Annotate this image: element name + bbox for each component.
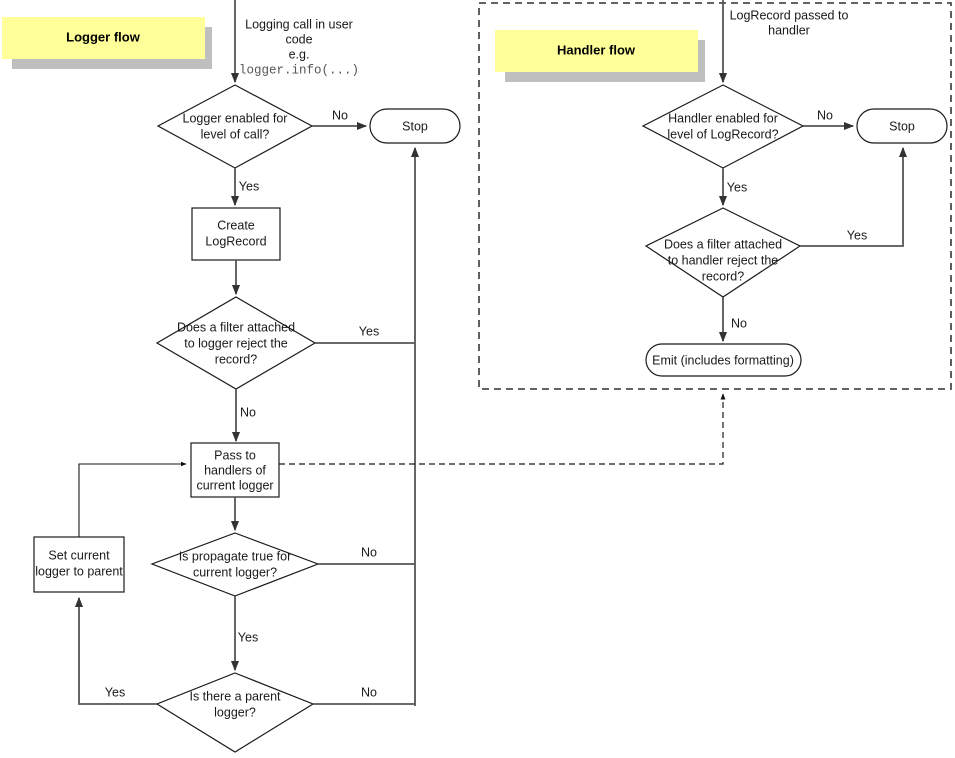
propagate-decision-label-line1: Is propagate true for <box>179 549 292 563</box>
set-current-logger-process-shape <box>33 536 125 593</box>
handler-entry-caption-line1: LogRecord passed to <box>730 8 849 22</box>
stop-terminator: Stop <box>369 108 461 144</box>
handler-enabled-decision: Handler enabled for level of LogRecord? <box>641 84 805 169</box>
edge-handler-filter-yes <box>800 146 908 247</box>
propagate-decision-label-line2: current logger? <box>193 565 277 579</box>
handler-enabled-decision-label-line1: Handler enabled for <box>668 111 778 125</box>
handler-enabled-decision-label-line2: level of LogRecord? <box>667 127 778 141</box>
logger-enabled-decision-label-line2: level of call? <box>201 127 270 141</box>
parent-logger-decision-shape <box>155 672 315 753</box>
handler-stop-terminator: Stop <box>856 108 948 144</box>
pass-to-handlers-label-line1: Pass to <box>214 448 256 462</box>
edge-label-logger-enabled-no: No <box>332 108 348 122</box>
handler-flow-banner-label: Handler flow <box>557 42 636 57</box>
stop-terminator-shape <box>369 108 461 144</box>
handler-stop-terminator-shape <box>856 108 948 144</box>
create-logrecord-label-line1: Create <box>217 218 255 232</box>
handler-filter-decision-label-line3: record? <box>702 269 744 283</box>
logger-filter-decision: Does a filter attached to logger reject … <box>155 296 317 390</box>
handler-stop-terminator-label: Stop <box>889 119 915 133</box>
parent-logger-decision: Is there a parent logger? <box>155 672 315 753</box>
edge-label-parent-no: No <box>361 685 377 699</box>
pass-to-handlers-process: Pass to handlers of current logger <box>190 442 280 498</box>
logger-entry-caption-line3: e.g. <box>289 47 310 61</box>
handler-entry-caption-line2: handler <box>768 23 810 37</box>
handler-filter-decision-label-line1: Does a filter attached <box>664 237 782 251</box>
logger-filter-decision-label-line2: to logger reject the <box>184 336 288 350</box>
edge-pass-to-handler-flow-dashed <box>279 393 726 465</box>
logger-flow-banner-label: Logger flow <box>66 29 141 44</box>
edge-label-logger-enabled-yes: Yes <box>239 179 259 193</box>
edge-label-handler-enabled-no: No <box>817 108 833 122</box>
emit-terminator-label: Emit (includes formatting) <box>652 353 794 367</box>
parent-logger-decision-label-line1: Is there a parent <box>189 689 281 703</box>
logger-enabled-decision-label-line1: Logger enabled for <box>183 111 288 125</box>
logger-filter-decision-label-line3: record? <box>215 352 257 366</box>
set-current-logger-label-line1: Set current <box>48 548 110 562</box>
handler-flow-banner: Handler flow <box>495 30 705 82</box>
handler-flow-banner-fill <box>495 30 698 72</box>
logger-enabled-decision: Logger enabled for level of call? <box>156 84 314 169</box>
handler-filter-decision-label-line2: to handler reject the <box>668 253 779 267</box>
pass-to-handlers-label-line2: handlers of <box>204 463 266 477</box>
emit-terminator-shape <box>645 343 802 377</box>
emit-terminator: Emit (includes formatting) <box>645 343 802 377</box>
pass-to-handlers-process-shape <box>190 442 280 498</box>
pass-to-handlers-label-line3: current logger <box>196 478 273 492</box>
create-logrecord-process-shape <box>191 207 281 261</box>
set-current-logger-process: Set current logger to parent <box>33 536 125 593</box>
set-current-logger-label-line2: logger to parent <box>35 564 123 578</box>
edge-label-logger-filter-no: No <box>240 405 256 419</box>
logger-flow-banner: Logger flow <box>2 17 212 69</box>
logger-filter-decision-label-line1: Does a filter attached <box>177 320 295 334</box>
create-logrecord-label-line2: LogRecord <box>205 234 266 248</box>
edge-label-handler-filter-no: No <box>731 316 747 330</box>
edge-parent-yes <box>74 596 157 705</box>
edge-label-parent-yes: Yes <box>105 685 125 699</box>
handler-filter-decision: Does a filter attached to handler reject… <box>644 207 802 298</box>
stop-terminator-label: Stop <box>402 119 428 133</box>
propagate-decision: Is propagate true for current logger? <box>150 532 320 597</box>
edge-label-handler-filter-yes: Yes <box>847 228 867 242</box>
logger-entry-caption-line2: code <box>285 32 312 46</box>
logger-flow-banner-fill <box>2 17 205 59</box>
edge-label-propagate-no: No <box>361 545 377 559</box>
handler-flow-container <box>478 2 952 390</box>
logger-entry-caption-code: logger.info(...) <box>239 63 359 77</box>
create-logrecord-process: Create LogRecord <box>191 207 281 261</box>
parent-logger-decision-label-line2: logger? <box>214 705 256 719</box>
edge-label-propagate-yes: Yes <box>238 630 258 644</box>
edge-set-logger-to-pass-handlers <box>78 461 187 537</box>
edge-label-logger-filter-yes: Yes <box>359 324 379 338</box>
logger-entry-caption-line1: Logging call in user <box>245 17 353 31</box>
edge-label-handler-enabled-yes: Yes <box>727 180 747 194</box>
